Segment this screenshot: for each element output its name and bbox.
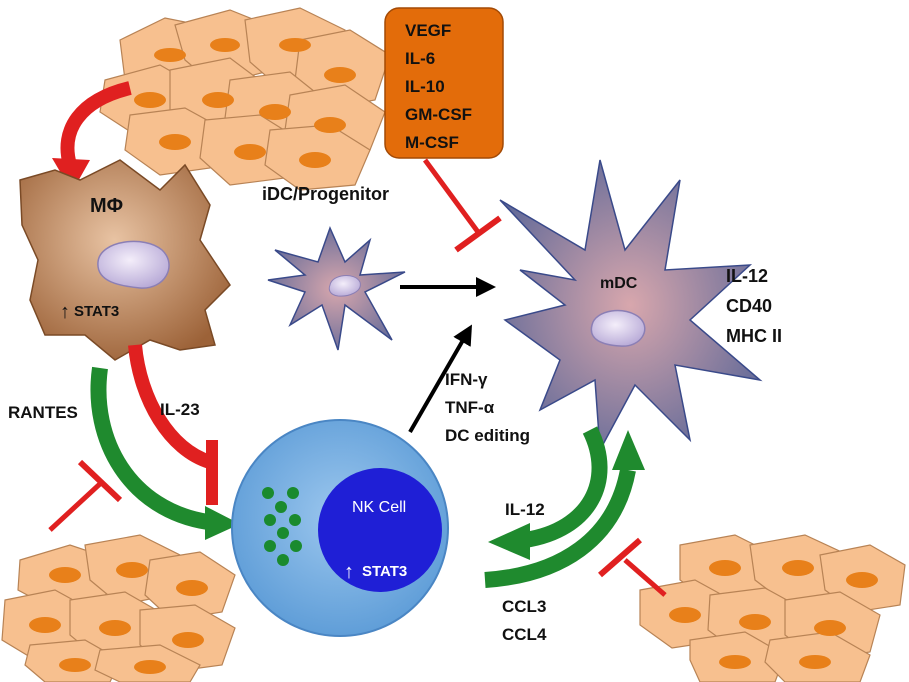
macrophage: MΦ ↑ STAT3	[19, 159, 231, 361]
tumor-cluster-bottom-left	[1, 534, 236, 682]
cytokine-mcsf: M-CSF	[405, 133, 459, 152]
cytokine-inhibition	[422, 158, 502, 253]
rantes-label: RANTES	[8, 403, 78, 422]
dc-editing-label: DC editing	[445, 426, 530, 445]
cytokine-vegf: VEGF	[405, 21, 451, 40]
immature-dendritic-cell: iDC/Progenitor	[262, 184, 406, 351]
cytokine-box: VEGF IL-6 IL-10 GM-CSF M-CSF	[384, 7, 504, 159]
cytokine-il10: IL-10	[405, 77, 445, 96]
il23-inhibition-arrow	[128, 344, 218, 505]
rantes-activation-arrow	[90, 366, 240, 540]
tumor-cluster-bottom-right	[639, 534, 906, 682]
nk-cell: NK Cell ↑ STAT3	[231, 419, 449, 637]
mdc-label: mDC	[600, 275, 638, 292]
nk-granules	[262, 487, 302, 566]
ccl4-label: CCL4	[502, 625, 547, 644]
nk-to-mdc-arrow	[408, 324, 472, 433]
cytokine-gmcsf: GM-CSF	[405, 105, 472, 124]
mdc-marker-cd40: CD40	[726, 296, 772, 316]
ifn-gamma-label: IFN-γ	[445, 370, 488, 389]
nk-cell-nucleus	[318, 468, 442, 592]
macrophage-label: MΦ	[90, 195, 123, 217]
il12-activation-arrow	[488, 426, 608, 560]
tumor-cluster-top	[99, 7, 391, 191]
tumor-ccl-inhibition	[598, 537, 667, 597]
il23-label: IL-23	[160, 400, 200, 419]
idc-label: iDC/Progenitor	[262, 184, 389, 204]
nk-cell-label: NK Cell	[352, 499, 406, 516]
ccl3-label: CCL3	[502, 597, 546, 616]
nk-stat3-label: STAT3	[362, 563, 407, 580]
ccl-activation-arrow	[484, 430, 645, 588]
mature-dendritic-cell: mDC IL-12 CD40 MHC II	[499, 159, 782, 453]
il12-signal-label: IL-12	[505, 500, 545, 519]
nk-stat-arrow: ↑	[344, 561, 354, 583]
tnf-alpha-label: TNF-α	[445, 398, 495, 417]
macrophage-stat-arrow: ↑	[60, 301, 70, 323]
tumor-to-macrophage-arrow	[52, 81, 132, 192]
mdc-marker-mhc2: MHC II	[726, 326, 782, 346]
mdc-nucleus	[590, 309, 646, 347]
idc-nucleus	[328, 275, 361, 297]
mdc-marker-il12: IL-12	[726, 266, 768, 286]
cytokine-il6: IL-6	[405, 49, 435, 68]
tumor-rantes-inhibition	[48, 459, 123, 532]
macrophage-stat3-label: STAT3	[74, 303, 119, 320]
macrophage-nucleus	[97, 240, 170, 289]
